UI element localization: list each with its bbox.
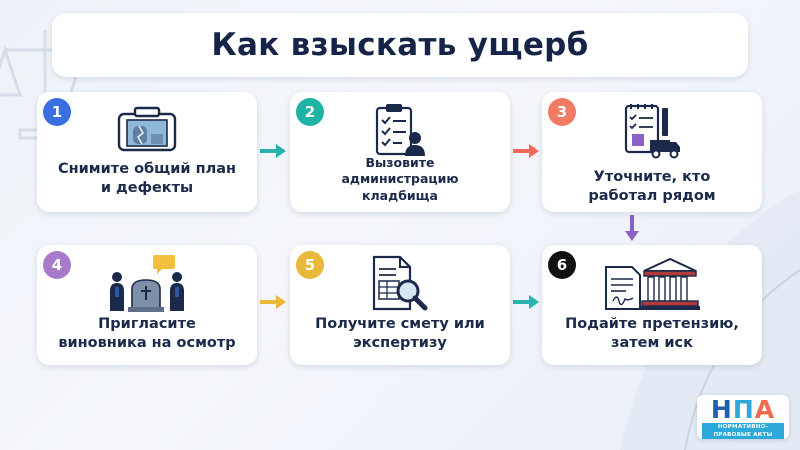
step-card-6: 6 Подайте претензию, затем иск: [542, 245, 762, 365]
step-card-1: 1 Снимите общий план и дефекты: [37, 92, 257, 212]
arrow-step4-to-step5: [260, 295, 286, 309]
step-number-badge: 3: [548, 98, 576, 126]
camera-icon: [117, 106, 177, 152]
clipboard-checklist-icon: [375, 104, 425, 156]
step-number-badge: 1: [43, 98, 71, 126]
step-number-badge: 4: [43, 251, 71, 279]
arrow-step5-to-step6: [513, 295, 539, 309]
step-label-line: Получите смету или: [315, 316, 485, 332]
step-label-line: затем иск: [611, 334, 693, 351]
step-label-line: Пригласите: [98, 316, 196, 332]
step-label-line: Уточните, кто: [593, 169, 711, 185]
document-magnifier-icon: [372, 255, 428, 311]
checklist-truck-icon: [624, 104, 680, 159]
logo-letter: П: [732, 395, 755, 424]
step-label-line: Снимите общий план: [57, 161, 237, 177]
logo-letters: НПА: [697, 397, 789, 423]
logo-tagline: НОРМАТИВНО-ПРАВОВЫЕ АКТЫ: [702, 423, 784, 439]
step-label-line: Вызовите: [365, 155, 435, 170]
step-number-badge: 5: [296, 251, 324, 279]
step-number-badge: 6: [548, 251, 576, 279]
step-card-5: 5 Получите смету или экспертизу: [290, 245, 510, 365]
step-card-4: 4 Пригласите виновника на осмотр: [37, 245, 257, 365]
step-label-line: виновника на осмотр: [58, 334, 236, 351]
page-title: Как взыскать ущерб: [211, 27, 589, 63]
npa-logo: НПА НОРМАТИВНО-ПРАВОВЫЕ АКТЫ: [697, 395, 789, 439]
arrow-step2-to-step3: [513, 144, 539, 158]
document-courthouse-icon: [605, 257, 700, 310]
arrow-step1-to-step2: [260, 144, 286, 158]
logo-letter: Н: [710, 395, 733, 424]
step-label-line: экспертизу: [353, 334, 447, 351]
logo-letter: А: [754, 395, 776, 424]
step-label-line: кладбища: [362, 187, 438, 203]
step-label-line: Подайте претензию,: [565, 316, 739, 332]
step-card-2: 2 Вызовите администрацию кладбища: [290, 92, 510, 212]
step-label-line: администрацию: [341, 171, 459, 187]
arrow-step3-to-step6: [625, 215, 639, 241]
step-number-badge: 2: [296, 98, 324, 126]
step-label-line: работал рядом: [588, 187, 716, 204]
people-gravestone-icon: [110, 255, 184, 312]
title-banner: Как взыскать ущерб: [52, 13, 748, 77]
step-card-3: 3 Уточните, кто работал рядом: [542, 92, 762, 212]
step-label-line: и дефекты: [100, 179, 194, 196]
